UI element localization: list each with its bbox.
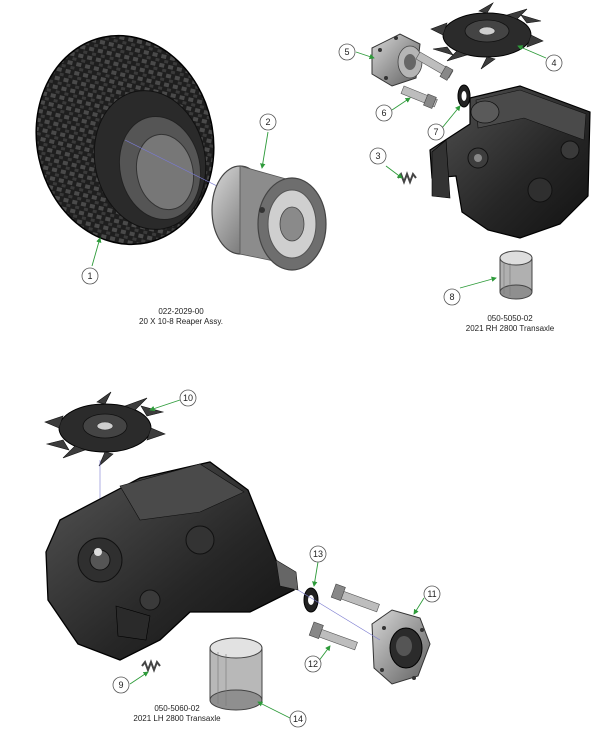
callout-9: 9 [112,676,130,694]
description-tire: 20 X 10-8 Reaper Assy. [139,317,223,326]
callout-3: 3 [369,147,387,165]
transaxle-rh [429,85,591,239]
svg-text:1: 1 [87,271,92,281]
description-lh-transaxle: 2021 LH 2800 Transaxle [133,714,221,723]
svg-text:13: 13 [313,549,323,559]
part-number-lh-transaxle: 050-5060-02 [154,704,200,713]
callout-12: 12 [304,655,322,673]
callout-11: 11 [423,585,441,603]
lug-bolt-rh [400,85,438,109]
svg-text:11: 11 [427,589,436,599]
description-rh-transaxle: 2021 RH 2800 Transaxle [466,324,555,333]
svg-text:7: 7 [433,127,438,137]
part-number-rh-transaxle: 050-5050-02 [487,314,533,323]
svg-text:10: 10 [183,393,193,403]
svg-text:4: 4 [551,58,556,68]
callout-4: 4 [545,54,563,72]
callout-5: 5 [338,43,356,61]
callout-13: 13 [309,545,327,563]
wheel-hub-rh [371,33,423,87]
svg-text:14: 14 [293,714,303,724]
oil-filter-rh [499,250,533,300]
wheel-hub-lh [371,609,431,685]
lug-bolts-lh [308,583,380,651]
cooling-fan-lh [44,391,166,467]
caption-rh-transaxle: 050-5050-02 2021 RH 2800 Transaxle [466,314,555,333]
svg-text:9: 9 [118,680,123,690]
callout-8: 8 [443,288,461,306]
callout-7: 7 [427,123,445,141]
svg-text:2: 2 [265,117,270,127]
caption-tire-assembly: 022-2029-00 20 X 10-8 Reaper Assy. [139,307,223,326]
spring-rh [397,171,417,185]
callout-1: 1 [81,267,99,285]
washer-lh [303,587,319,613]
svg-text:12: 12 [308,659,318,669]
svg-text:3: 3 [375,151,380,161]
wheel-rim [211,165,327,271]
svg-text:6: 6 [381,108,386,118]
transaxle-lh [45,461,299,661]
washer-rh [457,84,471,108]
callout-6: 6 [375,104,393,122]
oil-filter-lh [209,637,263,711]
lug-bolts-rh-upper [415,51,454,81]
hub-axis-line-lh [297,589,381,641]
caption-lh-transaxle: 050-5060-02 2021 LH 2800 Transaxle [133,704,221,723]
svg-text:5: 5 [344,47,349,57]
spring-lh [141,659,161,673]
callout-2: 2 [259,113,277,131]
part-number-tire: 022-2029-00 [158,307,204,316]
svg-text:8: 8 [449,292,454,302]
callout-14: 14 [289,710,307,728]
callout-10: 10 [179,389,197,407]
leader-lines [91,45,547,719]
cooling-fan-rh [430,2,544,70]
